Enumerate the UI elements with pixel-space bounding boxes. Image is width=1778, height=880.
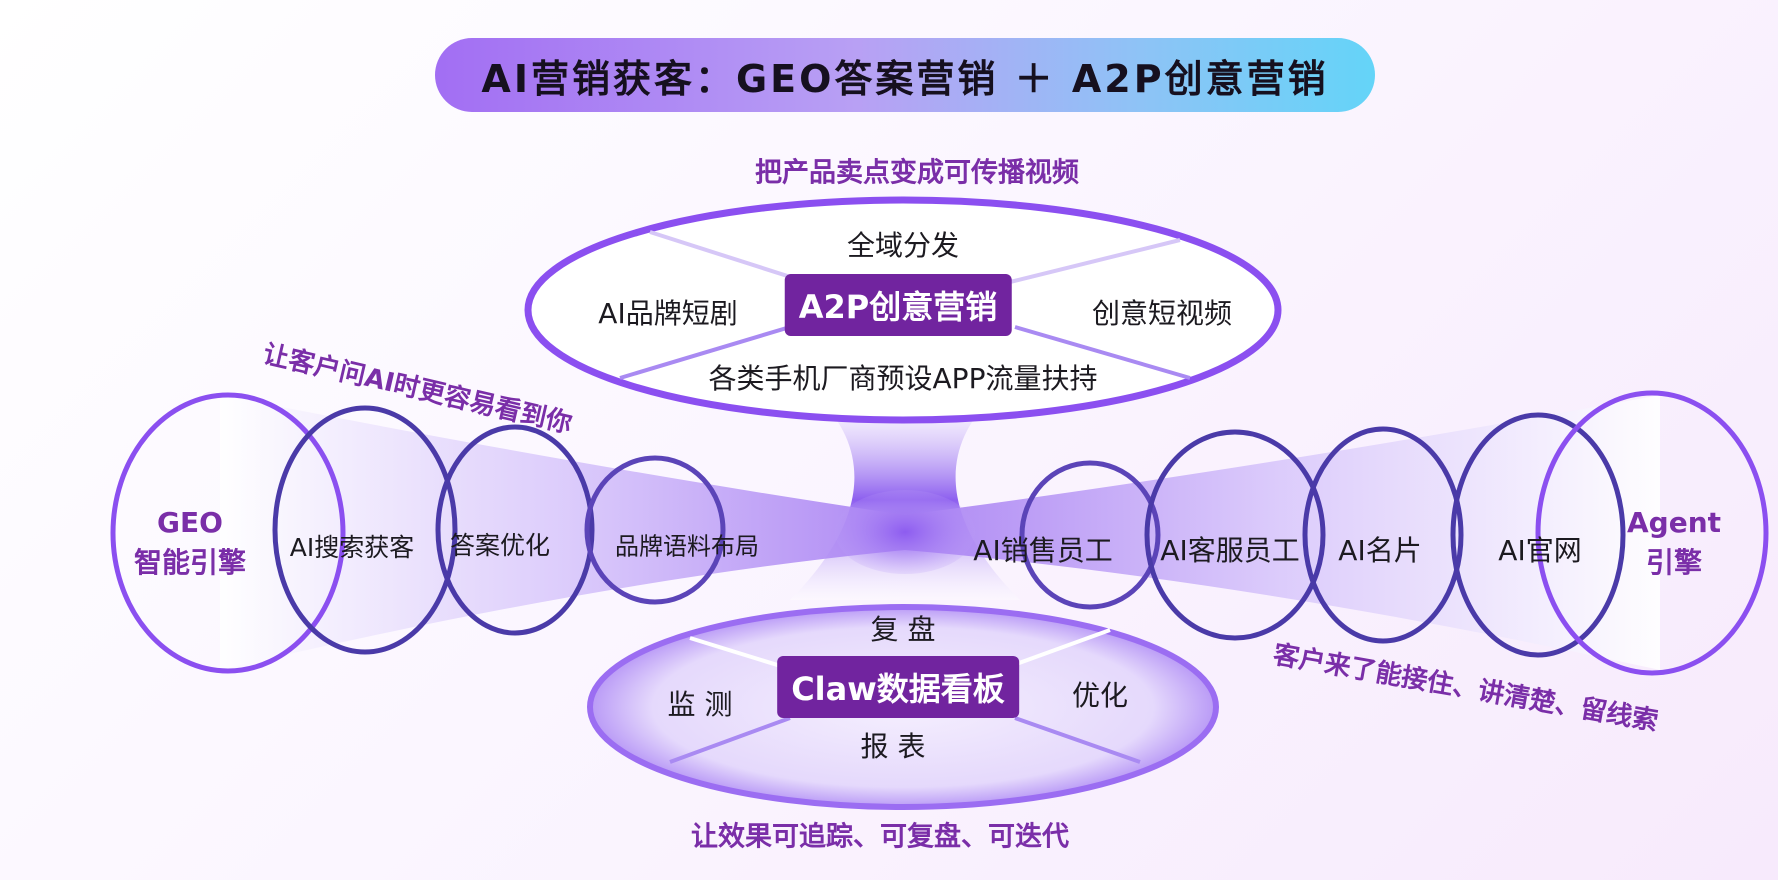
agent-ring bbox=[1450, 412, 1626, 658]
geo-item-answer-optimization: 答案优化 bbox=[449, 531, 551, 560]
agent-item-website: AI官网 bbox=[1498, 534, 1582, 567]
a2p-top-label: 全域分发 bbox=[846, 229, 960, 262]
a2p-divider bbox=[649, 230, 801, 282]
a2p-right-label: 创意短视频 bbox=[1091, 297, 1233, 330]
geo-ring bbox=[435, 424, 595, 636]
geo-ring bbox=[584, 455, 726, 605]
agent-item-sales: AI销售员工 bbox=[973, 534, 1113, 567]
a2p-divider bbox=[1009, 238, 1181, 284]
center-glow bbox=[835, 490, 975, 574]
geo-engine-line2: 智能引擎 bbox=[133, 546, 247, 579]
geo-engine-label: GEO 智能引擎 bbox=[134, 503, 246, 583]
agent-engine-line2: 引擎 bbox=[1645, 546, 1702, 579]
agent-ring bbox=[1144, 429, 1326, 641]
claw-divider bbox=[669, 716, 791, 764]
claw-badge: Claw数据看板 bbox=[777, 656, 1019, 718]
a2p-divider bbox=[1014, 325, 1191, 380]
a2p-badge: A2P创意营销 bbox=[784, 274, 1012, 336]
agent-engine-ring bbox=[1535, 390, 1769, 676]
a2p-divider bbox=[619, 325, 791, 380]
claw-left-label: 监 测 bbox=[667, 688, 733, 721]
agent-engine-label: Agent 引擎 bbox=[1627, 503, 1721, 583]
agent-engine-line1: Agent bbox=[1626, 506, 1722, 539]
claw-disc-rim bbox=[587, 604, 1219, 810]
claw-right-label: 优化 bbox=[1071, 679, 1129, 712]
geo-funnel-band bbox=[220, 395, 905, 670]
claw-bottom-label: 报 表 bbox=[860, 730, 926, 763]
a2p-left-label: AI品牌短剧 bbox=[598, 297, 738, 330]
agent-ring bbox=[1019, 460, 1161, 610]
geo-item-brand-corpus: 品牌语料布局 bbox=[615, 532, 759, 561]
geo-item-ai-search: AI搜索获客 bbox=[289, 533, 415, 562]
geo-ring bbox=[272, 405, 458, 655]
page-title: AI营销获客：GEO答案营销 ＋ A2P创意营销 bbox=[481, 56, 1329, 101]
geo-engine-ring bbox=[110, 392, 346, 674]
agent-item-service: AI客服员工 bbox=[1160, 534, 1300, 567]
geo-engine-line1: GEO bbox=[157, 506, 223, 539]
claw-divider bbox=[1014, 716, 1141, 764]
title-banner: AI营销获客：GEO答案营销 ＋ A2P创意营销 bbox=[435, 38, 1375, 112]
a2p-bottom-label: 各类手机厂商预设APP流量扶持 bbox=[708, 362, 1098, 395]
claw-top-label: 复 盘 bbox=[870, 613, 936, 646]
claw-caption: 让效果可追踪、可复盘、可迭代 bbox=[691, 821, 1069, 853]
a2p-caption: 把产品卖点变成可传播视频 bbox=[755, 157, 1079, 189]
agent-ring bbox=[1302, 426, 1464, 644]
agent-item-card: AI名片 bbox=[1338, 534, 1422, 567]
